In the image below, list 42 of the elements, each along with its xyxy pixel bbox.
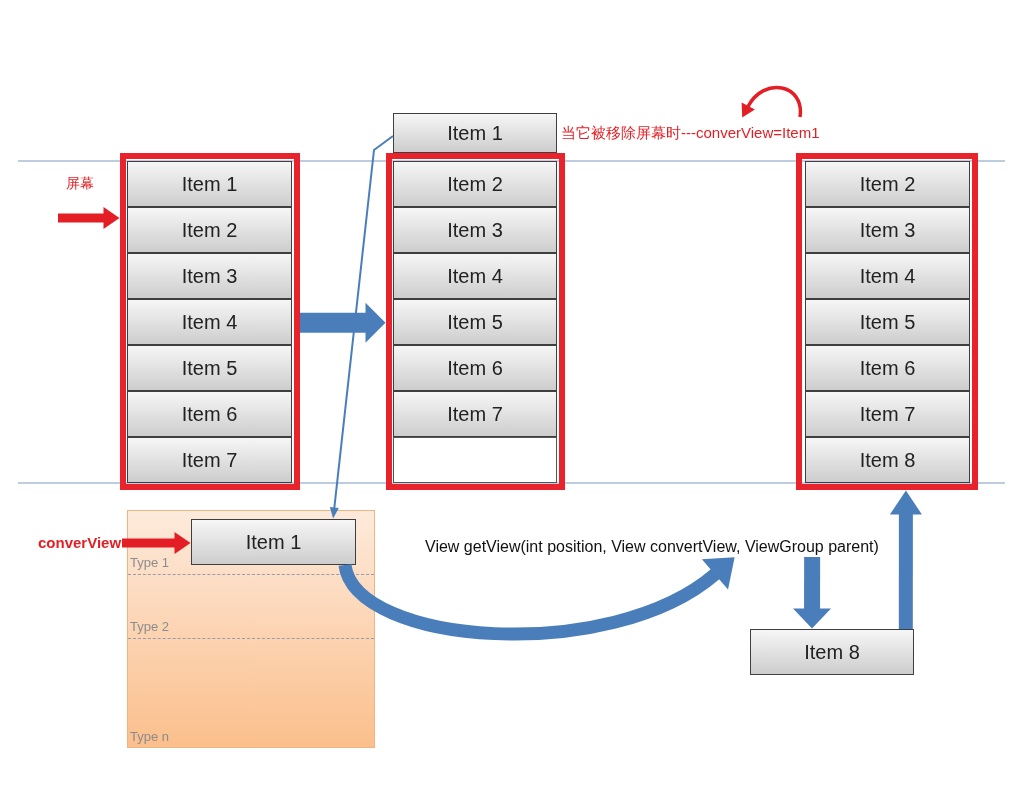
method-signature: View getView(int position, View convertView, ViewGroup parent) — [425, 537, 887, 557]
list-item: Item 5 — [805, 299, 970, 345]
list-item: Item 4 — [127, 299, 292, 345]
list-item: Item 3 — [127, 253, 292, 299]
arrow — [58, 207, 120, 230]
list-item: Item 2 — [127, 207, 292, 253]
block-arrow — [793, 556, 832, 629]
list-item: Item 8 — [750, 629, 914, 675]
type-label: Type 1 — [130, 555, 170, 571]
block-arrow — [300, 302, 386, 343]
list-item: Item 1 — [393, 113, 557, 153]
screen-frame — [796, 153, 978, 490]
screen-frame — [386, 153, 565, 490]
list-item: Item 7 — [127, 437, 292, 483]
list-item: Item 7 — [393, 391, 557, 437]
list-item: Item 2 — [805, 161, 970, 207]
list-item: Item 5 — [393, 299, 557, 345]
empty-list-slot — [393, 437, 557, 483]
list-item: Item 8 — [805, 437, 970, 483]
type-label: Type n — [130, 729, 170, 745]
block-arrow — [889, 490, 922, 629]
screen-label: 屏幕 — [66, 174, 94, 192]
type-label: Type 2 — [130, 619, 170, 635]
list-item: Item 2 — [393, 161, 557, 207]
list-item: Item 1 — [127, 161, 292, 207]
list-item: Item 3 — [393, 207, 557, 253]
curved-arrow — [338, 557, 737, 641]
list-item: Item 3 — [805, 207, 970, 253]
pointer-arrow — [329, 135, 394, 519]
list-item: Item 4 — [805, 253, 970, 299]
list-item: Item 6 — [393, 345, 557, 391]
list-item: Item 4 — [393, 253, 557, 299]
cache-panel — [127, 510, 375, 748]
list-item: Item 6 — [805, 345, 970, 391]
list-item: Item 6 — [127, 391, 292, 437]
annotation-text: 当它被移除屏幕时---converView=Item1 — [561, 124, 820, 142]
list-item: Item 7 — [805, 391, 970, 437]
list-item: Item 1 — [191, 519, 356, 565]
arrow — [122, 531, 191, 554]
variable-label: converView — [38, 533, 122, 553]
list-item: Item 5 — [127, 345, 292, 391]
screen-frame — [120, 153, 300, 490]
